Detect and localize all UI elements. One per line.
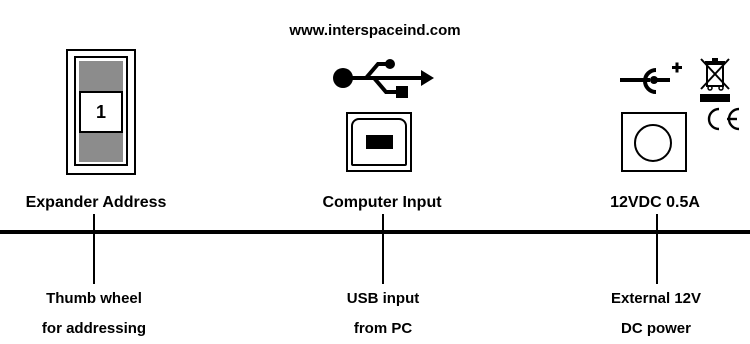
- dc-jack-icon: [621, 112, 687, 172]
- thumbwheel-caption: Thumb wheel for addressing: [42, 284, 146, 344]
- usb-caption-line2: from PC: [353, 320, 413, 337]
- power-caption: External 12V DC power: [611, 284, 701, 344]
- usb-caption-line1: USB input: [346, 290, 420, 307]
- power-rating-label: 12VDC 0.5A: [610, 194, 700, 211]
- computer-input-label: Computer Input: [322, 194, 442, 211]
- power-caption-line1: External 12V: [610, 290, 702, 307]
- weee-bin-icon: [700, 58, 730, 102]
- thumbwheel-upper-wheel: [79, 61, 123, 91]
- ce-mark-icon: [707, 107, 740, 131]
- callout-line-thumbwheel: [93, 214, 95, 284]
- thumbwheel-digit: 1: [79, 91, 123, 133]
- usb-b-port-contact: [366, 135, 393, 149]
- callout-line-power: [656, 214, 658, 284]
- usb-b-port-icon: [346, 112, 412, 172]
- usb-caption: USB input from PC: [347, 284, 420, 344]
- usb-b-port-inner: [351, 118, 407, 166]
- expander-address-label: Expander Address: [25, 194, 167, 211]
- dc-jack-socket: [634, 124, 672, 162]
- usb-symbol-icon: [333, 59, 434, 98]
- thumbwheel-lower-wheel: [79, 133, 123, 162]
- dc-polarity-icon: [620, 62, 682, 94]
- thumbwheel-caption-line1: Thumb wheel: [46, 290, 142, 307]
- thumbwheel-caption-line2: for addressing: [41, 320, 147, 337]
- callout-line-usb: [382, 214, 384, 284]
- website-url: www.interspaceind.com: [289, 22, 461, 39]
- power-caption-line2: DC power: [620, 320, 691, 337]
